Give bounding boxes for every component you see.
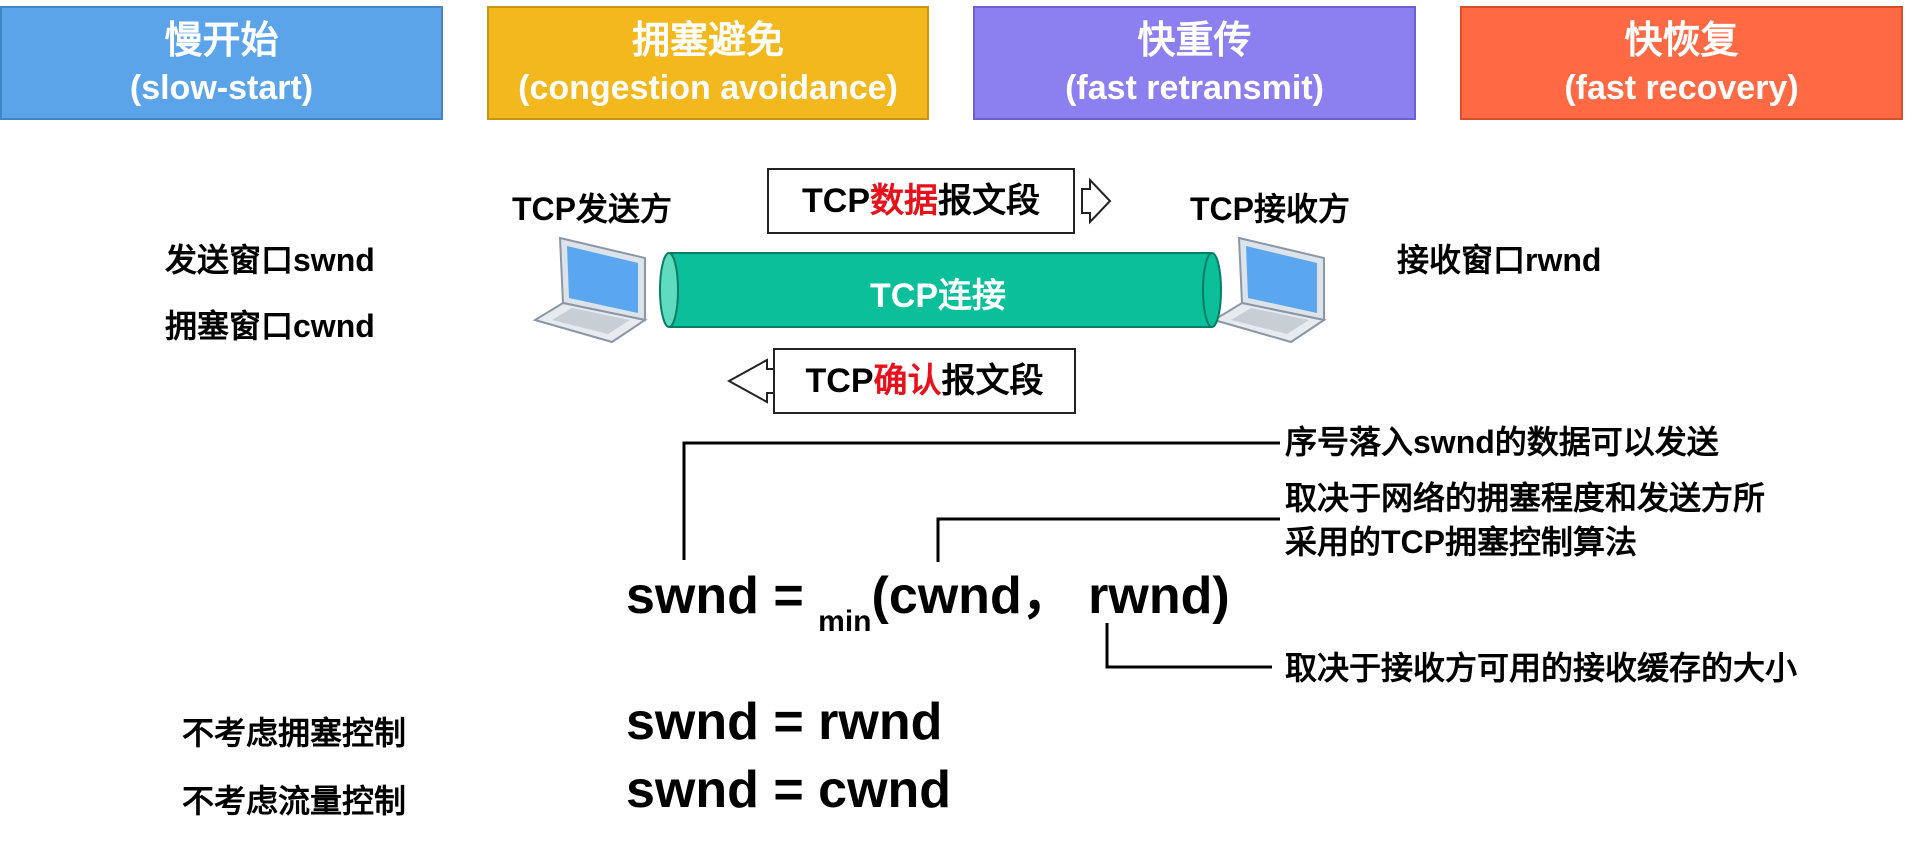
phase-fast-retransmit: 快重传 (fast retransmit): [973, 6, 1416, 120]
case-no-congestion-label: 不考虑拥塞控制: [182, 715, 407, 751]
data-segment-highlight: 数据: [870, 182, 938, 220]
phase-subtitle: (slow-start): [129, 69, 314, 107]
data-segment-prefix: TCP: [802, 182, 870, 220]
phase-title: 慢开始: [164, 20, 279, 62]
cwnd-note-line2: 采用的TCP拥塞控制算法: [1285, 524, 1638, 560]
phase-title: 快恢复: [1624, 20, 1739, 62]
ack-segment-box: TCP确认报文段: [773, 348, 1076, 414]
ack-segment-prefix: TCP: [805, 362, 874, 400]
cwnd-connector-line: [936, 517, 1280, 562]
sender-swnd-label: 发送窗口swnd: [165, 242, 375, 278]
phase-congestion-avoidance: 拥塞避免 (congestion avoidance): [487, 6, 929, 120]
data-segment-suffix: 报文段: [938, 182, 1040, 220]
left-arrow-icon: [726, 358, 776, 404]
ack-segment-suffix: 报文段: [941, 362, 1044, 400]
ack-segment-highlight: 确认: [873, 362, 942, 400]
receiver-rwnd-label: 接收窗口rwnd: [1397, 242, 1602, 278]
right-arrow-icon: [1081, 177, 1112, 225]
sender-cwnd-label: 拥塞窗口cwnd: [165, 308, 375, 344]
rwnd-connector-line: [1105, 623, 1272, 669]
phase-title: 快重传: [1137, 20, 1252, 62]
tcp-connection-pipe: [659, 252, 1222, 328]
data-segment-box: TCP数据报文段: [767, 168, 1075, 234]
formula-min: min: [818, 605, 872, 638]
send-range-note: 序号落入swnd的数据可以发送: [1285, 424, 1719, 460]
case-no-congestion-formula: swnd = rwnd: [626, 693, 943, 751]
tcp-connection-label: TCP连接: [870, 277, 1006, 315]
receiver-label: TCP接收方: [1190, 191, 1351, 227]
phase-title: 拥塞避免: [631, 20, 784, 62]
phase-subtitle: (fast recovery): [1564, 69, 1799, 107]
phase-fast-recovery: 快恢复 (fast recovery): [1460, 6, 1903, 120]
formula-lhs: swnd =: [626, 567, 819, 625]
sender-laptop-icon: [532, 236, 648, 344]
swnd-connector-line: [682, 441, 1280, 560]
case-no-flow-formula: swnd = cwnd: [626, 761, 952, 819]
case-no-flow-label: 不考虑流量控制: [182, 783, 407, 819]
sender-label: TCP发送方: [512, 191, 673, 227]
cwnd-note-line1: 取决于网络的拥塞程度和发送方所: [1285, 480, 1766, 516]
phase-subtitle: (congestion avoidance): [518, 69, 898, 107]
phase-slow-start: 慢开始 (slow-start): [0, 6, 443, 120]
receiver-laptop-icon: [1211, 236, 1327, 344]
phase-subtitle: (fast retransmit): [1065, 69, 1324, 107]
formula-args: (cwnd， rwnd): [871, 567, 1230, 625]
rwnd-note: 取决于接收方可用的接收缓存的大小: [1285, 650, 1798, 686]
main-formula: swnd = min(cwnd， rwnd): [626, 566, 1230, 638]
